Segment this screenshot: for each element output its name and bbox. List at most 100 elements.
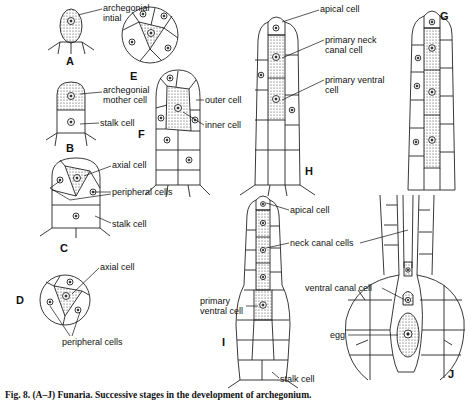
stage-b-cells — [70, 121, 72, 123]
stage-h-cells — [240, 22, 315, 196]
stage-a-cells — [60, 9, 82, 43]
part-label: axial cell — [112, 160, 172, 170]
part-label: primary neck canal cell — [325, 35, 395, 55]
stage-letter: F — [138, 128, 145, 140]
stage-f-cells — [167, 75, 173, 81]
stage-f-cells — [169, 77, 171, 79]
stage-g-cells — [431, 21, 433, 23]
stage-j-cells — [403, 292, 413, 306]
part-label: archegonial intial — [103, 3, 158, 23]
stage-j-cells — [405, 297, 410, 302]
stage-d-cells — [54, 286, 82, 316]
stage-g-cells — [429, 137, 436, 144]
stage-j-cells — [390, 275, 422, 372]
archegonium-illustration — [40, 7, 465, 388]
stage-g-cells — [414, 83, 420, 89]
stage-d-cells — [65, 295, 67, 297]
stage-g-cells — [424, 70, 440, 115]
stage-g-cells — [431, 139, 433, 141]
stage-c-cells — [75, 215, 77, 217]
stage-c-cells — [76, 177, 78, 179]
stage-c-cells — [74, 175, 81, 182]
stage-j-cells — [404, 262, 412, 276]
stage-j-cells — [380, 195, 434, 275]
stage-h-cells — [273, 54, 280, 61]
stage-letter: D — [16, 294, 24, 306]
stage-letter: H — [305, 165, 313, 177]
stage-a-cells — [48, 42, 94, 54]
stage-i-cells — [262, 222, 264, 224]
stage-h-cells — [273, 96, 280, 103]
stage-d-cells — [46, 276, 89, 325]
leader-lines — [50, 306, 80, 336]
stage-i-cells — [260, 302, 267, 309]
stage-f-cells — [164, 137, 170, 143]
stage-b-cells — [68, 93, 75, 100]
stage-d-cells — [67, 279, 73, 285]
stage-g-cells — [408, 11, 455, 190]
stage-e-cells — [161, 13, 167, 19]
leader-lines — [282, 80, 324, 100]
stage-letter: G — [440, 10, 449, 22]
leader-lines — [72, 268, 99, 294]
stage-f-cells — [158, 115, 164, 121]
stage-f-cells — [186, 157, 192, 163]
stage-h-cells — [268, 78, 285, 79]
leader-lines — [196, 100, 204, 101]
stage-c-cells — [40, 160, 110, 238]
stage-g-cells — [415, 55, 421, 61]
stage-f-cells — [160, 117, 162, 119]
stage-h-cells — [268, 17, 285, 35]
part-label: peripheral cells — [62, 337, 142, 347]
leader-lines — [266, 203, 289, 210]
stage-j-cells — [407, 269, 408, 270]
stage-g-cells — [429, 45, 436, 52]
stage-e-cells — [123, 8, 178, 61]
leader-lines — [348, 335, 398, 336]
stage-j-cells — [407, 299, 409, 301]
stage-i-cells — [256, 237, 270, 263]
stage-e-cells — [167, 47, 169, 49]
leader-lines — [246, 306, 258, 307]
stage-b-cells — [68, 119, 75, 126]
stage-a-cells — [68, 18, 75, 25]
stage-i-cells — [261, 202, 266, 207]
stage-f-cells — [188, 159, 190, 161]
part-label: primary ventral cell — [325, 75, 395, 95]
stage-j-cells — [407, 333, 409, 335]
stage-b-cells — [70, 95, 72, 97]
stage-j-cells — [404, 330, 412, 338]
stage-letter: J — [448, 368, 454, 380]
stage-g-cells — [417, 57, 419, 59]
stage-d-cells — [77, 309, 79, 311]
stage-c-cells — [59, 179, 61, 181]
stage-f-cells — [177, 107, 179, 109]
stage-letter: E — [130, 70, 137, 82]
stage-g-cells — [431, 91, 433, 93]
leader-lines — [382, 288, 405, 300]
stage-c-cells — [73, 213, 79, 219]
part-label: ventral canal cell — [305, 283, 383, 293]
stage-h-cells — [260, 74, 262, 76]
stage-i-cells — [228, 196, 298, 388]
stage-b-cells — [46, 82, 96, 146]
part-label: stalk cell — [100, 118, 160, 128]
stage-g-cells — [413, 139, 419, 145]
stage-b-cells — [46, 110, 96, 146]
stage-e-cells — [165, 45, 171, 51]
stage-d-cells — [47, 299, 53, 305]
stage-f-cells — [145, 70, 210, 197]
stage-i-cells — [228, 200, 298, 388]
stage-d-cells — [40, 275, 90, 325]
stage-e-cells — [139, 22, 164, 49]
stage-i-cells — [256, 210, 270, 290]
stage-g-cells — [424, 11, 440, 28]
stage-h-cells — [289, 107, 295, 113]
figure-caption: Fig. 8. (A–J) Funaria. Successive stages… — [5, 390, 311, 401]
part-label: peripheral cells — [112, 187, 182, 197]
part-label: apical cell — [290, 205, 360, 215]
stage-i-cells — [262, 304, 264, 306]
stage-j-cells — [397, 313, 419, 357]
stage-f-cells — [145, 71, 210, 197]
